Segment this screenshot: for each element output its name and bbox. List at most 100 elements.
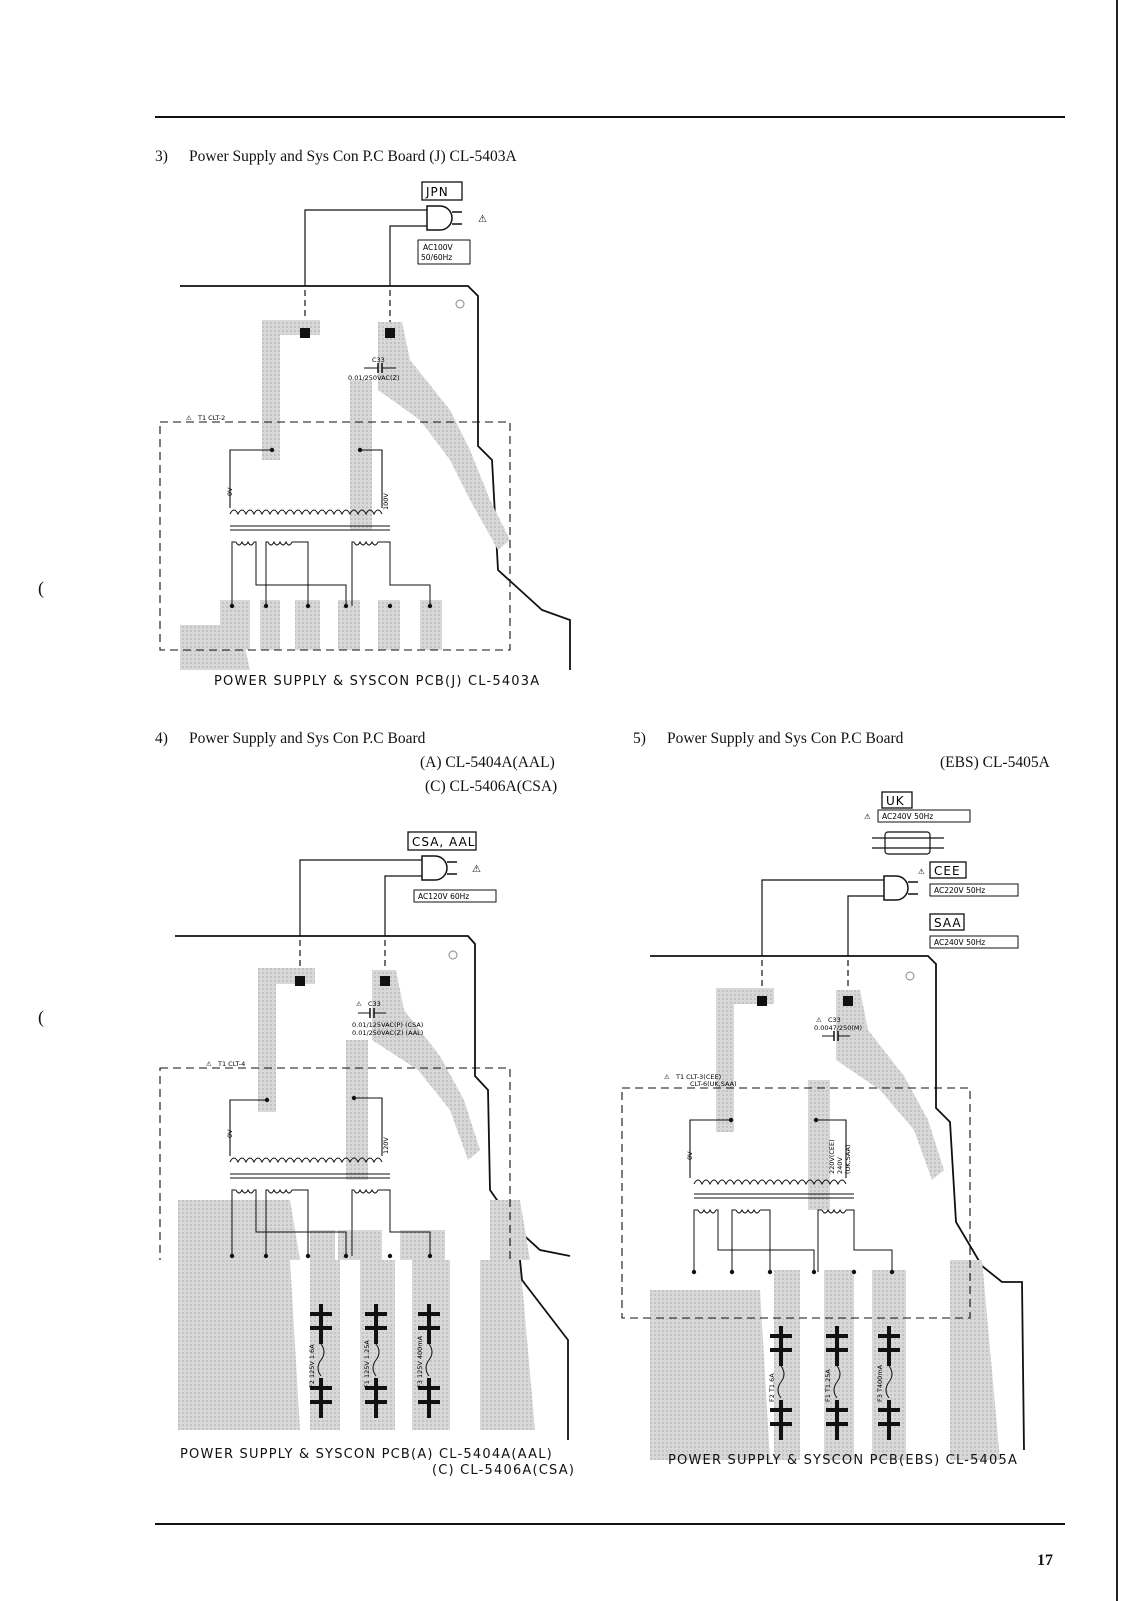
section-4-heading: 4) Power Supply and Sys Con P.C Board <box>155 730 425 748</box>
fuse-holder-icon <box>418 1304 440 1418</box>
section-number: 3) <box>155 148 168 165</box>
ac-plug-icon <box>883 875 918 901</box>
binding-mark: ( <box>38 1007 44 1027</box>
warning-icon: ⚠ <box>186 414 192 422</box>
tap-left-label: 0V <box>226 1129 234 1138</box>
region-label: JPN <box>425 185 449 199</box>
capacitor-value: 0.01/250VAC(Z) <box>348 374 400 382</box>
fuse-label: F3 125V 400mA <box>416 1335 424 1388</box>
board-caption: (C) CL-5406A(CSA) <box>432 1463 576 1478</box>
ac-rating: AC220V 50Hz <box>934 886 985 895</box>
binding-mark: ( <box>38 578 44 598</box>
ac-rating-box <box>877 809 971 823</box>
warning-icon: ⚠ <box>664 1073 670 1081</box>
ac-rating-box <box>929 935 1019 949</box>
transformer-boundary <box>159 421 511 651</box>
board-caption: POWER SUPPLY & SYSCON PCB(J) CL-5403A <box>214 674 541 689</box>
warning-icon: ⚠ <box>472 864 481 875</box>
capacitor-value: 0.0047/250(M) <box>814 1024 862 1032</box>
diagram-ebs: UK ⚠ AC240V 50Hz CEE ⚠ AC220V 50Hz SAA A… <box>621 791 1025 1460</box>
tap-left-label: 0V <box>686 1151 694 1160</box>
fuse-holder-icon <box>878 1326 900 1440</box>
region-label-box <box>421 181 463 201</box>
uk-plug-icon <box>872 831 944 855</box>
ac-rating-line2: 50/60Hz <box>421 253 452 262</box>
warning-icon: ⚠ <box>816 1016 822 1024</box>
tap-right-label: 120V <box>382 1137 390 1154</box>
fuse-holder-icon <box>826 1326 848 1440</box>
region-label: UK <box>886 794 905 808</box>
top-rule <box>155 116 1065 118</box>
secondary-winding-icon <box>231 1188 431 1256</box>
region-label-box <box>929 913 965 931</box>
region-label: CSA, AAL <box>412 835 476 849</box>
section-title: Power Supply and Sys Con P.C Board <box>667 730 904 747</box>
region-label-box <box>881 791 913 809</box>
warning-icon: ⚠ <box>478 214 487 225</box>
capacitor-value-line2: 0.01/250VAC(Z) (AAL) <box>352 1029 423 1037</box>
transformer-label: T1 CLT-3(CEE) <box>675 1073 721 1081</box>
section-number: 5) <box>633 730 646 747</box>
pcb-outline <box>175 935 571 1257</box>
tap-right-label: 220V(CEE) <box>828 1139 836 1174</box>
secondary-winding-icon <box>693 1208 893 1272</box>
primary-winding-icon <box>229 509 390 531</box>
capacitor-value-line1: 0.01/125VAC(P) (CSA) <box>352 1021 423 1029</box>
bottom-rule <box>155 1523 1065 1525</box>
warning-icon: ⚠ <box>918 867 925 876</box>
capacitor-icon <box>358 1008 386 1018</box>
tap-right-label: 240V <box>836 1157 844 1174</box>
ac-rating: AC120V 60Hz <box>418 892 469 901</box>
capacitor-ref: C33 <box>372 356 385 364</box>
capacitor-ref: C33 <box>368 1000 381 1008</box>
capacitor-ref: C33 <box>828 1016 841 1024</box>
section-3-heading: 3) Power Supply and Sys Con P.C Board (J)… <box>155 148 517 166</box>
diagram-jpn: JPN ⚠ AC100V 50/60Hz C33 0.01/250VAC(Z) … <box>159 181 571 670</box>
page-number: 17 <box>1037 1552 1053 1569</box>
primary-winding-icon <box>693 1179 854 1199</box>
warning-icon: ⚠ <box>206 1060 212 1068</box>
fuse-label: F2 T1.6A <box>768 1373 776 1402</box>
ac-rating-box <box>929 883 1019 897</box>
ac-rating: AC240V 50Hz <box>934 938 985 947</box>
fuse-holder-icon <box>770 1326 792 1440</box>
fuse-label: F2 125V 1.6A <box>308 1344 316 1388</box>
region-label-box <box>407 831 477 851</box>
warning-icon: ⚠ <box>864 812 871 821</box>
section-number: 4) <box>155 730 168 747</box>
ac-plug-icon <box>421 855 457 881</box>
warning-icon: ⚠ <box>356 1000 362 1008</box>
fuse-label: F3 T400mA <box>876 1364 884 1402</box>
region-label: CEE <box>934 864 961 878</box>
ac-rating-box <box>417 239 471 265</box>
fuse-label: F1 T1.25A <box>824 1369 832 1402</box>
capacitor-icon <box>364 363 396 373</box>
section-5-heading: 5) Power Supply and Sys Con P.C Board <box>633 730 903 748</box>
board-caption: POWER SUPPLY & SYSCON PCB(EBS) CL-5405A <box>668 1453 1019 1468</box>
pcb-outline <box>650 955 1025 1451</box>
primary-winding-icon <box>229 1157 390 1179</box>
right-margin-line <box>1116 0 1118 1601</box>
section-title: Power Supply and Sys Con P.C Board (J) C… <box>189 148 517 165</box>
tap-right-label: 100V <box>382 493 390 510</box>
transformer-label: T1 CLT-4 <box>217 1060 245 1068</box>
tap-right-label: (UK,SAA) <box>844 1145 852 1174</box>
section-title: Power Supply and Sys Con P.C Board <box>189 730 426 747</box>
ac-rating-line1: AC100V <box>423 243 454 252</box>
diagram-csa-aal: CSA, AAL ⚠ AC120V 60Hz ⚠ C33 0.01/125VAC… <box>159 831 571 1260</box>
section-subtitle: (A) CL-5404A(AAL) <box>420 754 555 771</box>
ac-rating: AC240V 50Hz <box>882 812 933 821</box>
fuse-area-csa-aal: F2 125V 1.6A F1 125V 1.25A F3 125V 400mA <box>178 1260 569 1440</box>
fuse-holder-icon <box>365 1304 387 1418</box>
transformer-boundary <box>621 1087 971 1319</box>
transformer-boundary <box>159 1067 511 1260</box>
ac-plug-icon <box>426 205 462 231</box>
section-subtitle: (C) CL-5406A(CSA) <box>425 778 558 795</box>
region-label-box <box>929 861 967 879</box>
fuse-label: F1 125V 1.25A <box>363 1340 371 1388</box>
capacitor-icon <box>822 1031 850 1041</box>
region-label: SAA <box>934 916 962 930</box>
ac-rating-box <box>413 889 497 903</box>
transformer-label: T1 CLT-2 <box>197 414 225 422</box>
fuse-holder-icon <box>310 1304 332 1418</box>
